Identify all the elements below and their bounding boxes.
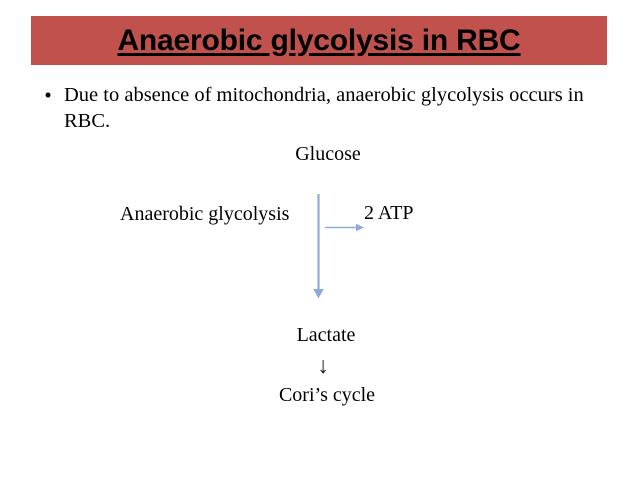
page-title: Anaerobic glycolysis in RBC [117, 23, 521, 57]
arrow-down-icon: ↓ [317, 353, 329, 378]
vertical-arrow-down-icon [313, 194, 324, 299]
bullet-list: • Due to absence of mitochondria, anaero… [32, 82, 612, 134]
diagram-label-anaerobic-glycolysis: Anaerobic glycolysis [120, 203, 290, 225]
diagram-node-cori-cycle: Cori’s cycle [278, 384, 376, 406]
diagram-label-2-atp: 2 ATP [364, 202, 414, 224]
horizontal-arrow-right-icon [325, 223, 364, 232]
list-item: • Due to absence of mitochondria, anaero… [32, 82, 612, 134]
title-banner: Anaerobic glycolysis in RBC [31, 16, 607, 65]
bullet-point-icon: • [44, 83, 52, 107]
blue-arrows-group [313, 194, 364, 299]
bullet-item-text: Due to absence of mitochondria, anaerobi… [64, 84, 584, 132]
diagram-node-glucose: Glucose [295, 143, 361, 165]
diagram-node-lactate: Lactate [296, 324, 356, 346]
